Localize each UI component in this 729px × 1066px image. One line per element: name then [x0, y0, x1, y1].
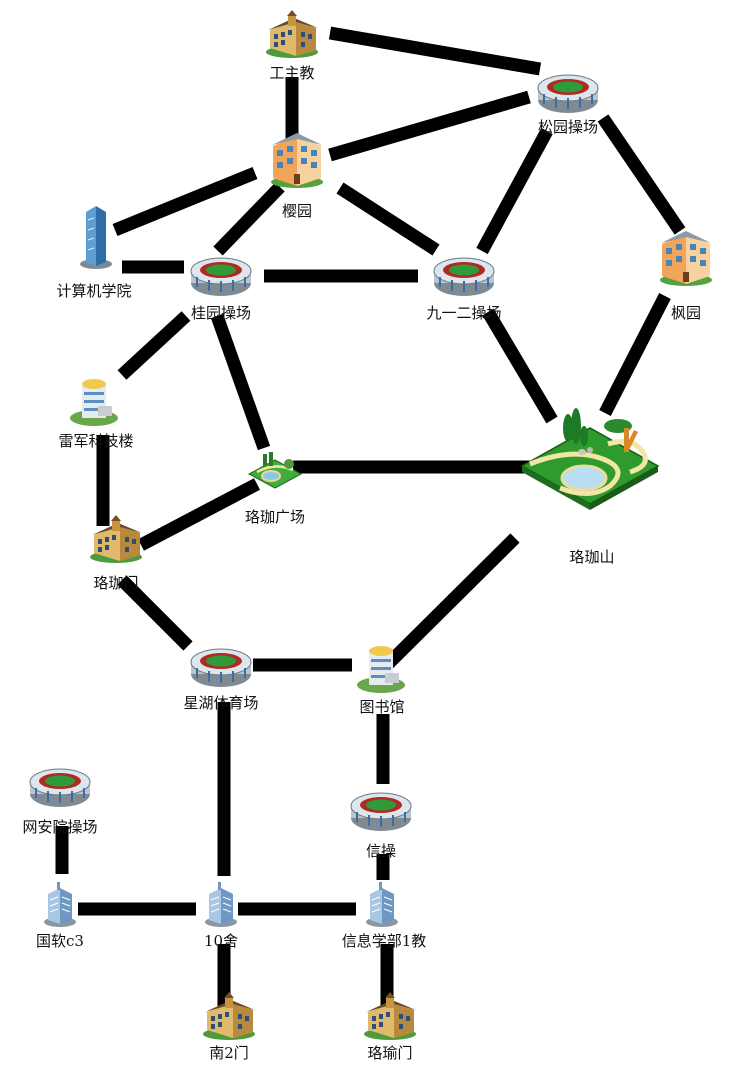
stadium-icon: [350, 792, 412, 832]
route-line: [328, 26, 542, 76]
route-line: [336, 182, 440, 256]
place-label-luoyumen: 珞瑜门: [367, 1044, 412, 1062]
place-label-luojiamen: 珞珈门: [93, 574, 138, 592]
place-label-leijun: 雷军科技楼: [58, 432, 133, 450]
route-line: [482, 308, 558, 424]
place-label-luojiaguangchang: 珞珈广场: [245, 508, 305, 526]
route-lines: [55, 26, 686, 1012]
place-label-xinxi1: 信息学部1教: [342, 932, 427, 950]
route-line: [117, 575, 193, 651]
school-building-icon: [364, 992, 416, 1040]
place-label-jisuanji: 计算机学院: [56, 282, 131, 300]
place-label-yingyuan: 樱园: [282, 202, 312, 220]
tower-icon: [70, 379, 118, 426]
office-building-icon: [204, 881, 238, 928]
school-building-icon: [266, 10, 318, 58]
route-line: [117, 311, 191, 380]
office-building-icon: [365, 881, 399, 928]
route-line: [137, 478, 261, 551]
place-label-wangan: 网安院操场: [22, 818, 97, 836]
route-line: [210, 313, 271, 451]
route-line: [112, 166, 258, 237]
place-label-shishe10: 10舍: [204, 932, 238, 950]
place-label-gongzhujiao: 工主教: [269, 64, 314, 82]
stadium-icon: [190, 648, 252, 688]
place-label-guoruan: 国软c3: [36, 932, 84, 950]
place-label-luojiashan: 珞珈山: [569, 548, 614, 566]
apartment-icon: [660, 231, 712, 286]
school-building-icon: [203, 992, 255, 1040]
apartment-icon: [271, 133, 323, 188]
place-label-nan2men: 南2门: [209, 1044, 249, 1062]
place-label-tushuguan: 图书馆: [359, 698, 404, 716]
route-line: [213, 182, 285, 256]
office-building-icon: [43, 881, 77, 928]
stadium-icon: [537, 74, 599, 114]
route-line: [597, 114, 686, 235]
place-label-guiyuan: 桂园操场: [191, 304, 251, 322]
park-icon: [247, 450, 303, 490]
route-line: [328, 90, 531, 162]
route-line: [599, 293, 671, 416]
place-label-fengyuan: 枫园: [671, 304, 701, 322]
mountain-park-icon: [522, 408, 658, 510]
stadium-icon: [433, 257, 495, 297]
place-label-xincao: 信操: [366, 842, 396, 860]
stadium-icon: [190, 257, 252, 297]
place-label-jiuyier: 九一二操场: [426, 304, 501, 322]
place-label-xinghu: 星湖体育场: [183, 694, 258, 712]
skyscraper-icon: [79, 205, 113, 270]
stadium-icon: [29, 768, 91, 808]
route-line: [379, 533, 520, 673]
place-label-songyuan: 松园操场: [538, 118, 598, 136]
place-icons: [29, 10, 712, 1040]
route-line: [476, 127, 553, 255]
